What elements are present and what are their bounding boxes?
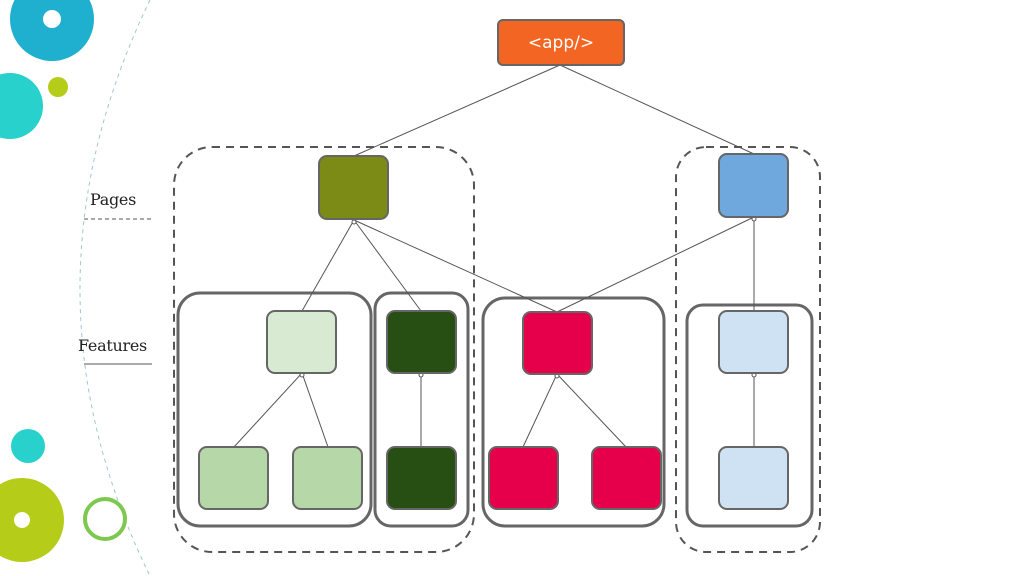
pages-level-label: Pages xyxy=(90,190,137,209)
deco-circle-teal xyxy=(0,73,43,139)
feature-node-dark-green xyxy=(386,310,457,374)
page-group-right xyxy=(675,146,821,553)
feature-group-4 xyxy=(685,303,814,528)
feature-node-crimson xyxy=(522,311,593,375)
feature-group-1 xyxy=(176,291,373,528)
edge-palegreen-lg2 xyxy=(301,372,329,448)
leaf-node-pale-blue xyxy=(718,446,789,510)
arrow-dot xyxy=(351,219,357,225)
page-group-left xyxy=(173,146,475,553)
deco-circle-lime-small xyxy=(48,77,68,97)
deco-dashed-arc xyxy=(79,0,151,576)
edge-crimson-c1 xyxy=(522,373,558,448)
leaf-node-light-green-1 xyxy=(198,446,269,510)
edge-olive-palegreen xyxy=(301,219,355,312)
connectors xyxy=(233,64,757,448)
edge-blue-crimson xyxy=(556,216,755,313)
deco-circle-teal-small xyxy=(11,429,45,463)
deco-circle-lime-big-hole xyxy=(14,512,30,528)
deco-circle-blue-top-hole xyxy=(43,10,61,28)
root-node-label: <app/> xyxy=(528,33,594,53)
leaf-node-crimson-2 xyxy=(591,446,662,510)
page-node-olive xyxy=(318,155,389,220)
edge-crimson-c2 xyxy=(556,373,627,448)
leaf-node-dark-green xyxy=(386,446,457,510)
leaf-node-crimson-1 xyxy=(488,446,559,510)
edge-palegreen-lg1 xyxy=(233,372,303,448)
edge-olive-darkgreen xyxy=(353,219,422,312)
edge-root-olive xyxy=(353,64,561,157)
feature-group-2 xyxy=(373,291,470,528)
page-node-blue xyxy=(718,153,789,218)
deco-circle-blue-top xyxy=(10,0,94,61)
decorative-circles xyxy=(0,0,151,576)
feature-node-pale-blue xyxy=(718,310,789,374)
edge-olive-crimson xyxy=(353,219,558,313)
root-node xyxy=(497,19,625,66)
edge-root-blue xyxy=(559,64,755,155)
feature-group-3 xyxy=(481,296,666,528)
leaf-node-light-green-2 xyxy=(292,446,363,510)
deco-ring-green xyxy=(83,497,127,541)
deco-circle-lime-big xyxy=(0,478,64,562)
features-level-label: Features xyxy=(78,336,147,355)
feature-node-pale-green xyxy=(266,310,337,374)
